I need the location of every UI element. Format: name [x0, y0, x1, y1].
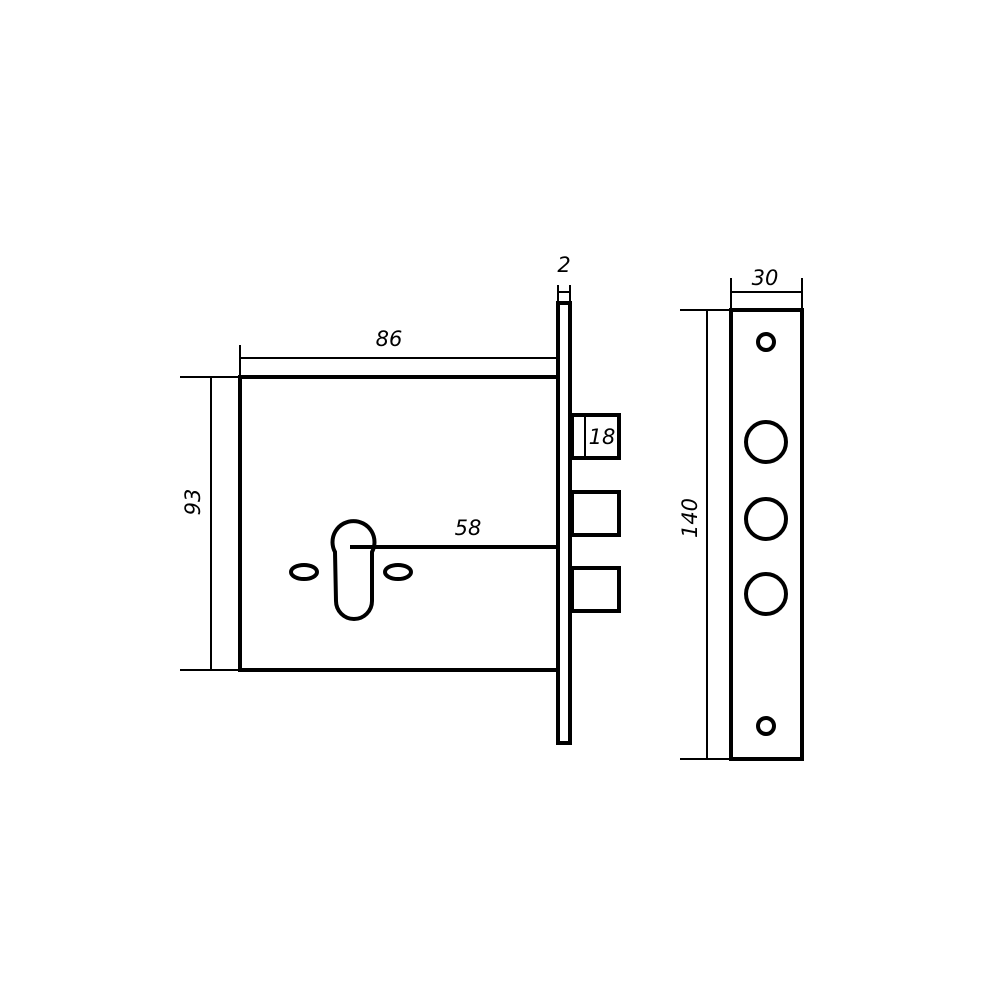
lock-body [238, 375, 560, 672]
dim-faceplate-width: 30 [730, 266, 803, 310]
bolt-hole-1 [744, 420, 788, 464]
faceplate-front-outline [729, 308, 804, 761]
dim-width-label: 86 [376, 327, 403, 351]
bolt-bottom [570, 566, 621, 613]
screw-slot-right [383, 563, 413, 581]
screw-slot-left [289, 563, 319, 581]
dim-thickness-label: 2 [557, 253, 570, 277]
bolt-hole-2 [744, 497, 788, 541]
faceplate-front [729, 308, 804, 761]
dim-fl-label: 140 [678, 498, 702, 538]
dim-height: 93 [180, 376, 240, 671]
dim-width: 86 [239, 327, 558, 377]
screw-hole-bottom [756, 716, 776, 736]
dim-faceplate-length: 140 [678, 309, 731, 760]
screw-hole-top [756, 332, 776, 352]
dim-backset-label: 58 [455, 516, 482, 540]
dim-thickness: 2 [557, 253, 571, 303]
bolt-top [570, 413, 621, 460]
cylinder-cutout [330, 519, 377, 621]
dim-height-label: 93 [181, 489, 205, 516]
dim-bolt-label: 18 [589, 425, 616, 449]
faceplate-side [556, 301, 572, 745]
bolt-middle [570, 490, 621, 537]
lock-body-outline [238, 375, 560, 672]
bolts [570, 413, 621, 613]
dim-fw-label: 30 [752, 266, 779, 290]
bolt-hole-3 [744, 572, 788, 616]
